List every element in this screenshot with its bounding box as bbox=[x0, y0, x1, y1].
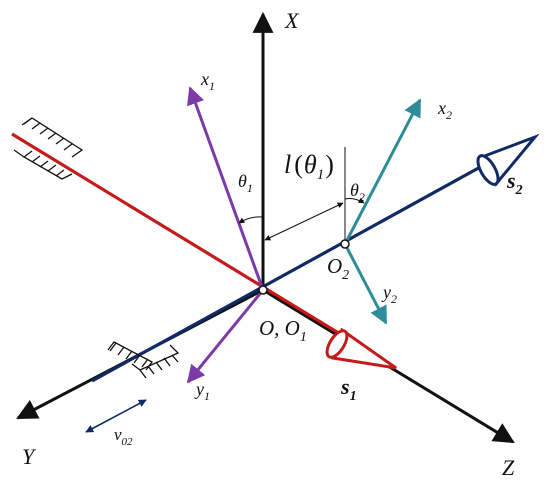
o2-point bbox=[340, 239, 350, 249]
y-axis-label: Y bbox=[22, 444, 37, 469]
y2-label: y2 bbox=[381, 282, 397, 306]
velocity-label: v02 bbox=[114, 425, 133, 448]
x1-label: x1 bbox=[200, 69, 215, 93]
theta2-arc bbox=[344, 197, 365, 204]
y1-label: y1 bbox=[194, 379, 210, 403]
navy-shaft-line bbox=[91, 136, 534, 383]
bearing-lower-left bbox=[107, 341, 180, 379]
s1-label: s1 bbox=[340, 374, 357, 404]
y2-axis-line bbox=[343, 243, 388, 325]
y1-axis-line bbox=[186, 289, 265, 384]
x-axis-label: X bbox=[284, 8, 300, 33]
origin-label: O, O1 bbox=[259, 316, 307, 345]
red-shaft-cone bbox=[325, 327, 397, 370]
s2-label: s2 bbox=[506, 168, 523, 198]
theta2-label: θ2 bbox=[350, 180, 365, 204]
theta1-arc bbox=[238, 216, 263, 224]
distance-label: l(θ1) bbox=[284, 150, 334, 183]
z-axis-label: Z bbox=[502, 455, 515, 480]
red-shaft-line bbox=[11, 132, 397, 370]
x2-label: x2 bbox=[437, 98, 452, 122]
theta1-label: θ1 bbox=[238, 171, 253, 195]
x2-axis-line bbox=[343, 98, 422, 245]
distance-dimension bbox=[264, 202, 344, 241]
origin-point bbox=[258, 285, 268, 295]
bearing-upper-left bbox=[13, 117, 84, 180]
o2-label: O2 bbox=[327, 254, 349, 283]
velocity-arrow bbox=[85, 399, 147, 433]
navy-shaft-cone bbox=[476, 133, 540, 187]
x1-axis-line bbox=[187, 86, 265, 291]
